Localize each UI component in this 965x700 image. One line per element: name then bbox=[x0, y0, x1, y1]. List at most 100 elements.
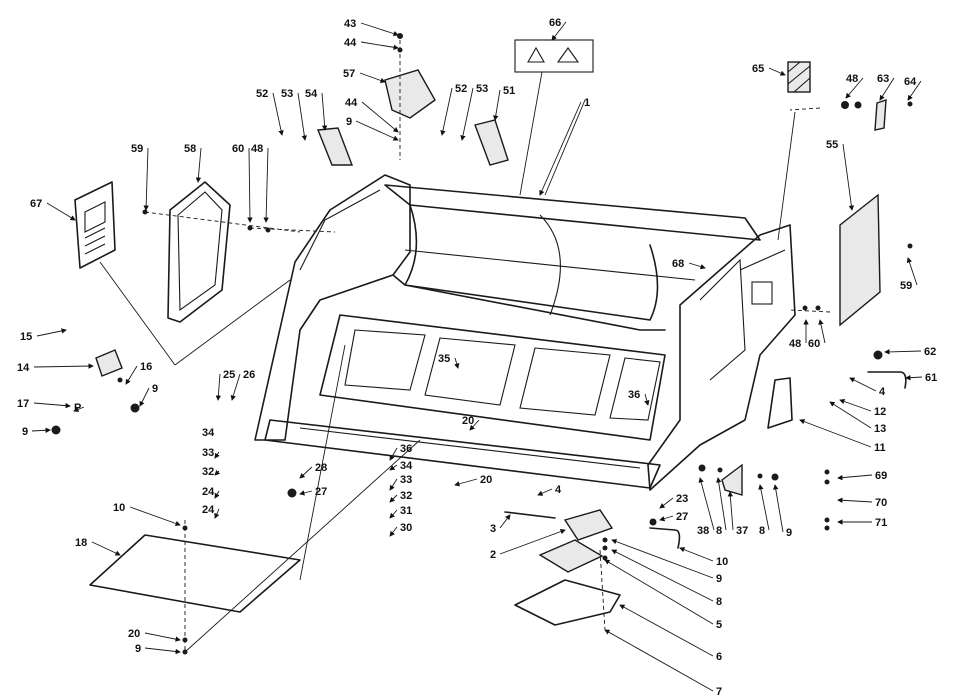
part-label-1: 1 bbox=[539, 97, 590, 196]
window-frame-58 bbox=[167, 181, 231, 323]
part-label-11: 11 bbox=[799, 419, 886, 454]
leader-line bbox=[698, 477, 715, 531]
leader-line bbox=[272, 92, 284, 136]
part-label-66: 66 bbox=[549, 17, 567, 41]
leader-line bbox=[230, 373, 241, 401]
part-label-9d: 9 bbox=[773, 484, 792, 539]
leader-line bbox=[33, 402, 71, 409]
hardware-dots bbox=[51, 33, 913, 655]
leader-line bbox=[215, 373, 222, 401]
part-number-text: 32 bbox=[202, 466, 214, 478]
part-label-8c: 8 bbox=[611, 549, 722, 608]
leader-line bbox=[611, 539, 714, 579]
leader-line bbox=[537, 488, 553, 496]
leader-line bbox=[91, 541, 121, 556]
part-number-text: 23 bbox=[676, 493, 688, 505]
plate-2 bbox=[563, 509, 614, 541]
part-number-text: 18 bbox=[75, 537, 87, 549]
leader-line bbox=[214, 490, 220, 499]
leader-line bbox=[46, 202, 76, 221]
leader-line bbox=[839, 398, 872, 412]
part-label-32a: 32 bbox=[202, 466, 221, 478]
part-label-P: P bbox=[73, 402, 85, 414]
part-label-8b: 8 bbox=[758, 484, 770, 537]
part-label-26: 26 bbox=[230, 369, 255, 401]
part-number-text: 44 bbox=[344, 37, 357, 49]
part-number-text: 68 bbox=[672, 258, 684, 270]
leader-line bbox=[837, 474, 873, 481]
leader-line bbox=[659, 515, 674, 522]
part-number-text: 48 bbox=[251, 143, 263, 155]
leader-line bbox=[359, 72, 386, 84]
leader-line bbox=[460, 87, 474, 141]
part-number-text: 63 bbox=[877, 73, 889, 85]
part-number-text: 65 bbox=[752, 63, 764, 75]
part-number-text: 8 bbox=[759, 525, 765, 537]
part-label-58: 58 bbox=[184, 143, 202, 183]
part-label-25: 25 bbox=[215, 369, 235, 401]
leader-line bbox=[849, 377, 877, 392]
part-label-60b: 60 bbox=[808, 319, 826, 350]
part-number-text: 35 bbox=[438, 353, 450, 365]
part-label-36b: 36 bbox=[389, 443, 412, 461]
part-number-text: 36 bbox=[400, 443, 412, 455]
leader-line bbox=[604, 559, 714, 625]
part-number-text: 60 bbox=[808, 338, 820, 350]
part-number-text: 20 bbox=[462, 415, 474, 427]
part-number-text: 27 bbox=[676, 511, 688, 523]
part-number-text: 69 bbox=[875, 470, 887, 482]
leader-line bbox=[389, 509, 398, 519]
part-label-9a: 9 bbox=[346, 116, 399, 141]
leader-line bbox=[129, 506, 181, 527]
part-number-text: 54 bbox=[305, 88, 318, 100]
part-number-text: P bbox=[74, 402, 81, 414]
part-label-33b: 33 bbox=[389, 474, 412, 491]
part-label-8a: 8 bbox=[716, 477, 727, 537]
leader-line bbox=[716, 477, 727, 531]
part-label-65: 65 bbox=[752, 63, 786, 76]
part-label-38: 38 bbox=[697, 477, 715, 537]
leader-line bbox=[879, 77, 895, 101]
part-number-text: 38 bbox=[697, 525, 709, 537]
part-number-text: 53 bbox=[476, 83, 488, 95]
part-number-text: 10 bbox=[716, 556, 728, 568]
part-label-59a: 59 bbox=[131, 143, 149, 211]
part-label-34b: 34 bbox=[389, 460, 413, 472]
leader-line bbox=[604, 629, 714, 692]
leader-line bbox=[214, 508, 220, 519]
part-number-text: 33 bbox=[400, 474, 412, 486]
part-label-28: 28 bbox=[299, 462, 327, 479]
part-number-text: 59 bbox=[131, 143, 143, 155]
leader-line bbox=[469, 419, 480, 431]
leader-line bbox=[499, 514, 511, 529]
pin-3 bbox=[504, 511, 556, 519]
plate-51 bbox=[474, 119, 509, 166]
leader-line bbox=[440, 87, 453, 136]
part-label-9b: 9 bbox=[139, 383, 158, 407]
part-label-53b: 53 bbox=[460, 83, 488, 141]
part-number-text: 57 bbox=[343, 68, 355, 80]
bucket-body bbox=[254, 174, 796, 491]
part-label-52a: 52 bbox=[256, 88, 284, 136]
leader-line bbox=[688, 262, 706, 270]
part-label-33a: 33 bbox=[202, 447, 220, 459]
part-number-text: 13 bbox=[874, 423, 886, 435]
part-number-text: 1 bbox=[584, 97, 590, 109]
leader-line bbox=[144, 632, 181, 642]
plate-54 bbox=[317, 127, 354, 166]
part-number-text: 20 bbox=[480, 474, 492, 486]
part-label-30: 30 bbox=[389, 522, 412, 537]
part-number-text: 9 bbox=[716, 573, 722, 585]
part-label-4b: 4 bbox=[537, 484, 562, 496]
part-label-59b: 59 bbox=[900, 257, 918, 292]
leader-line bbox=[139, 387, 150, 407]
part-label-64: 64 bbox=[904, 76, 922, 101]
part-number-text: 48 bbox=[789, 338, 801, 350]
part-number-text: 67 bbox=[30, 198, 42, 210]
part-number-text: 9 bbox=[346, 116, 352, 128]
leader-line bbox=[611, 549, 714, 602]
part-label-31: 31 bbox=[389, 505, 412, 519]
part-label-68: 68 bbox=[672, 258, 706, 270]
part-number-text: 7 bbox=[716, 686, 722, 698]
